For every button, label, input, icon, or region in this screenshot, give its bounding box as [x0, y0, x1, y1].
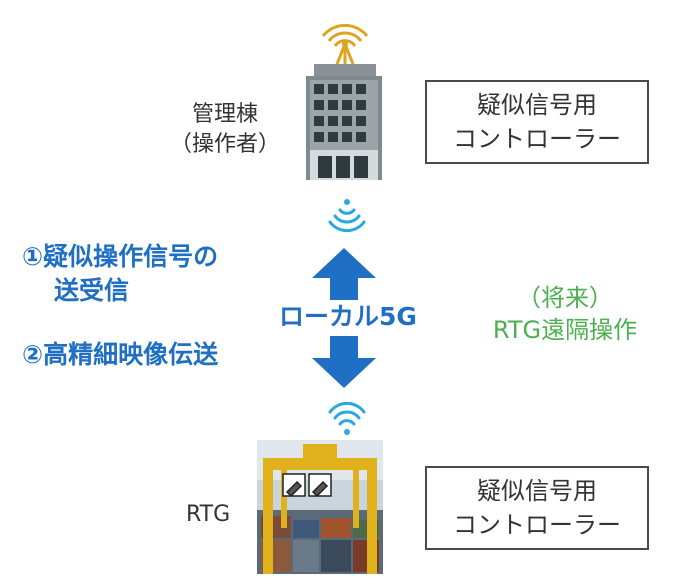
future-note: （将来） RTG遠隔操作	[465, 282, 665, 346]
left-notes: ①疑似操作信号の 送受信 ②高精細映像伝送	[22, 240, 272, 372]
management-building-operator: （操作者）	[169, 132, 280, 157]
controller-box-bottom: 疑似信号用 コントローラー	[425, 466, 649, 550]
antenna-icon	[321, 23, 369, 65]
controller-box-top: 疑似信号用 コントローラー	[425, 80, 649, 164]
building-icon	[306, 23, 382, 180]
controller-bottom-line2: コントローラー	[453, 511, 621, 539]
rtg-label: RTG	[186, 502, 231, 527]
management-building-name: 管理棟	[191, 102, 258, 127]
down-arrow-icon	[312, 336, 376, 388]
local-5g-label: ローカル5G	[279, 302, 417, 331]
controller-bottom-line1: 疑似信号用	[477, 477, 597, 505]
wireless-signal-bottom-icon	[328, 401, 366, 435]
note-2: ②高精細映像伝送	[22, 340, 219, 369]
wireless-signal-top-icon	[328, 199, 366, 233]
up-arrow-icon	[312, 248, 376, 300]
camera-icon	[282, 473, 332, 498]
future-line1: （将来）	[517, 284, 613, 312]
management-building-label: 管理棟 （操作者）	[165, 100, 285, 160]
controller-top-line2: コントローラー	[453, 125, 621, 153]
rtg-crane-image	[257, 440, 383, 574]
note-1-line1: ①疑似操作信号の	[22, 242, 219, 271]
note-1-line2: 送受信	[54, 276, 130, 305]
future-line2: RTG遠隔操作	[492, 316, 638, 344]
controller-top-line1: 疑似信号用	[477, 91, 597, 119]
